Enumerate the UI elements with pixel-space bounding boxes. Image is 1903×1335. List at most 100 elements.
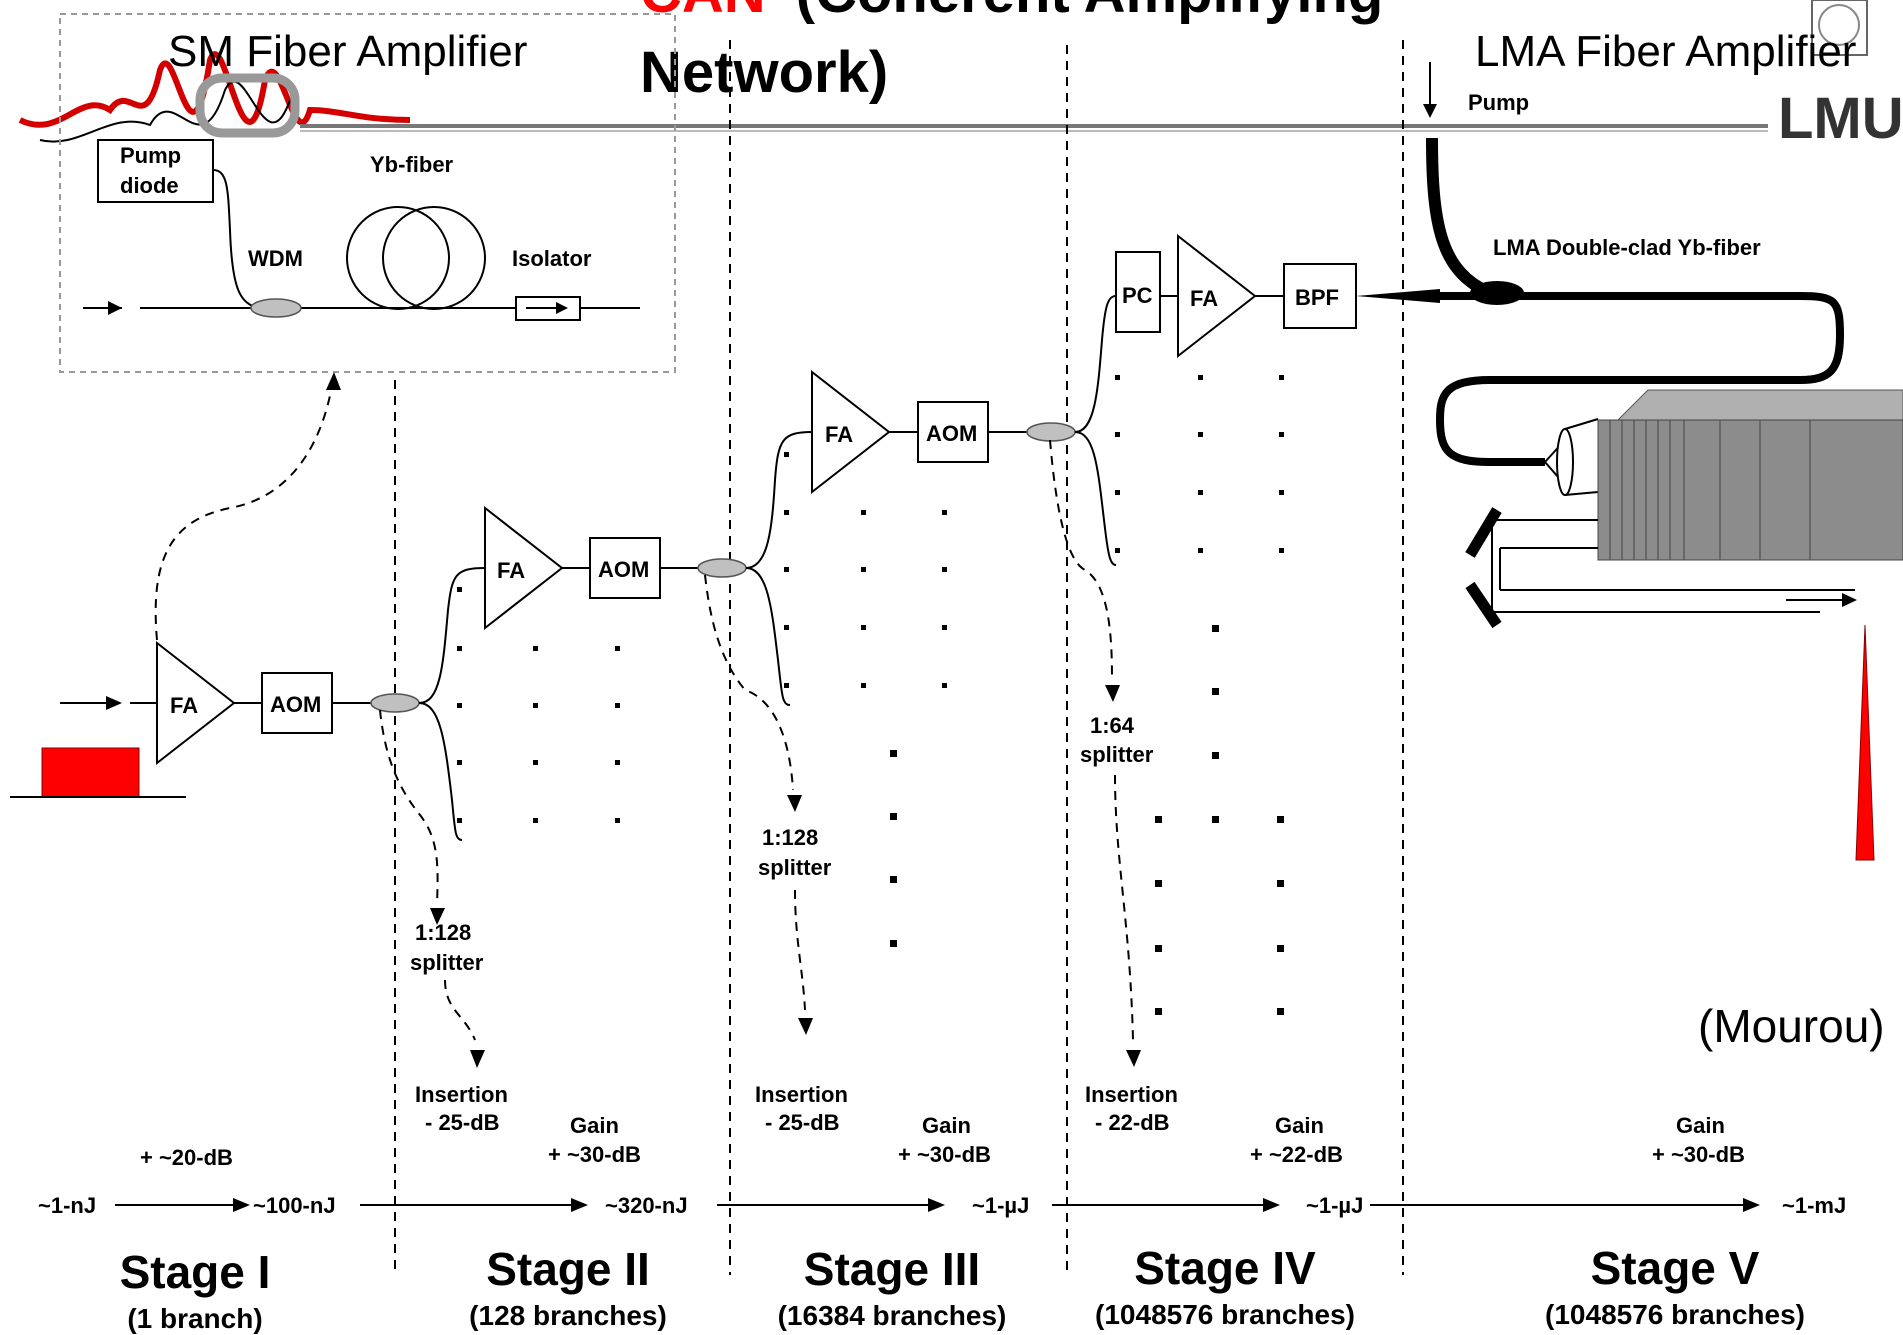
output-pulse-spike [1855,624,1875,861]
stage-1-title: Stage I [120,1246,271,1298]
fa-label-stage3: FA [825,422,853,447]
output-mirrors [1465,507,1855,629]
gain-stage2-value: + ~30-dB [548,1142,641,1167]
aom-label-stage1: AOM [270,692,321,717]
insertion-arrow-3-icon [798,1018,813,1035]
energy-6: ~1-mJ [1782,1193,1846,1218]
yb-fiber-label: Yb-fiber [370,152,454,177]
splitter-4-label-1: 1:64 [1090,713,1135,738]
insertion-3-label-1: Insertion [755,1082,848,1107]
stage2-branch-dots [457,587,620,823]
energy-4: ~1-µJ [972,1193,1029,1218]
pump-diode-label-1: Pump [120,143,181,168]
output-arrow-icon [1842,593,1857,607]
insertion-arrow-2-icon [470,1050,485,1068]
splitter-2-label-1: 1:128 [415,920,471,945]
splitter-arrow-4-icon [1105,685,1120,702]
stage-1-branches: (1 branch) [127,1303,262,1334]
wdm-label: WDM [248,246,303,271]
stage-3-branches: (16384 branches) [778,1300,1007,1331]
energy-arrow-4-icon [1263,1198,1280,1212]
pump-arrow-icon [1423,104,1437,118]
splitter-coupler-3 [1026,422,1076,442]
energy-5: ~1-µJ [1306,1193,1363,1218]
splitter-arrow-2-icon [430,908,445,925]
lma-pump-label: Pump [1468,90,1529,115]
pump-diode-box [97,139,214,203]
energy-2: ~100-nJ [253,1193,336,1218]
splitter-3-label-2: splitter [758,855,832,880]
aom-label-stage2: AOM [598,557,649,582]
energy-arrow-2-icon [571,1198,588,1212]
splitter-3-label-1: 1:128 [762,825,818,850]
bpf-label: BPF [1295,285,1339,310]
insertion-2-label-1: Insertion [415,1082,508,1107]
sm-inset-frame [59,13,676,373]
gain-stage3-label: Gain [922,1113,971,1138]
fiber-array-block [1597,389,1903,561]
insertion-3-label-2: - 25-dB [765,1110,840,1135]
stage4-branch-dots [1115,375,1284,1015]
gain-stage5-label: Gain [1676,1113,1725,1138]
energy-arrow-1-icon [233,1198,250,1212]
gain-stage4-label: Gain [1275,1113,1324,1138]
stage-4-title: Stage IV [1134,1242,1316,1294]
stage-2-branches: (128 branches) [469,1300,667,1331]
splitter-2-label-2: splitter [410,950,484,975]
yb-fiber-coil-icon [346,206,450,310]
fa-amp-stage1 [156,640,236,766]
energy-arrow-5-icon [1743,1198,1760,1212]
input-pulse-block [41,747,140,798]
energy-arrow-3-icon [928,1198,945,1212]
inset-pointer-arrow-icon [326,372,341,390]
stage-5-title: Stage V [1591,1242,1760,1294]
lma-amplifier-heading: LMA Fiber Amplifier [1475,27,1856,76]
stage1-input-arrow-icon [106,696,122,710]
wdm-coupler [250,298,302,318]
fa-label-stage1: FA [170,693,198,718]
splitter-coupler-1 [370,693,420,713]
lmu-logo-text: LMU [1778,86,1903,151]
fa-amp-stage4 [1177,233,1257,359]
sm-input-arrow-icon [108,301,122,315]
splitter-pointer-3 [704,574,794,791]
gain-stage3-value: + ~30-dB [898,1142,991,1167]
sm-amplifier-heading: SM Fiber Amplifier [168,27,527,76]
energy-axis [115,1198,1760,1212]
pump-fiber [1426,137,1484,294]
bpf-taper [1356,289,1440,303]
lma-fiber-label: LMA Double-clad Yb-fiber [1493,235,1761,260]
lma-fiber-loop [1435,292,1845,466]
insertion-2-label-2: - 25-dB [425,1110,500,1135]
gain-stage1: + ~20-dB [140,1145,233,1170]
fa-label-stage4: FA [1190,286,1218,311]
bpf-box [1283,263,1357,329]
inset-pointer-dashed [154,379,334,641]
energy-1: ~1-nJ [38,1193,96,1218]
collimating-lens [1543,418,1599,496]
insertion-4-label-2: - 22-dB [1095,1110,1170,1135]
splitter-4-label-2: splitter [1080,742,1154,767]
stage-2-title: Stage II [486,1243,650,1295]
credit-text: (Mourou) [1698,1000,1885,1052]
header-logo-wave [18,51,411,143]
splitter-pointer-4 [1049,439,1113,681]
isolator-arrow-icon [556,302,568,314]
gain-stage4-value: + ~22-dB [1250,1142,1343,1167]
gain-stage2-label: Gain [570,1113,619,1138]
fa-label-stage2: FA [497,558,525,583]
pc-box [1115,251,1161,333]
fa-amp-stage3 [811,369,891,495]
diagram-title-line2: Network) [640,40,888,105]
fa-amp-stage2 [484,505,564,631]
stage-3-title: Stage III [804,1243,980,1295]
diagram-title: CAN (Coherent Amplifying [640,0,1383,25]
lmu-logo: LMU [1778,0,1903,151]
insertion-arrow-4-icon [1126,1050,1141,1067]
stage-5-branches: (1048576 branches) [1545,1299,1805,1330]
aom-box-stage1 [261,672,333,734]
aom-box-stage3 [917,401,989,463]
splitter-coupler-2 [697,558,747,578]
energy-3: ~320-nJ [605,1193,688,1218]
